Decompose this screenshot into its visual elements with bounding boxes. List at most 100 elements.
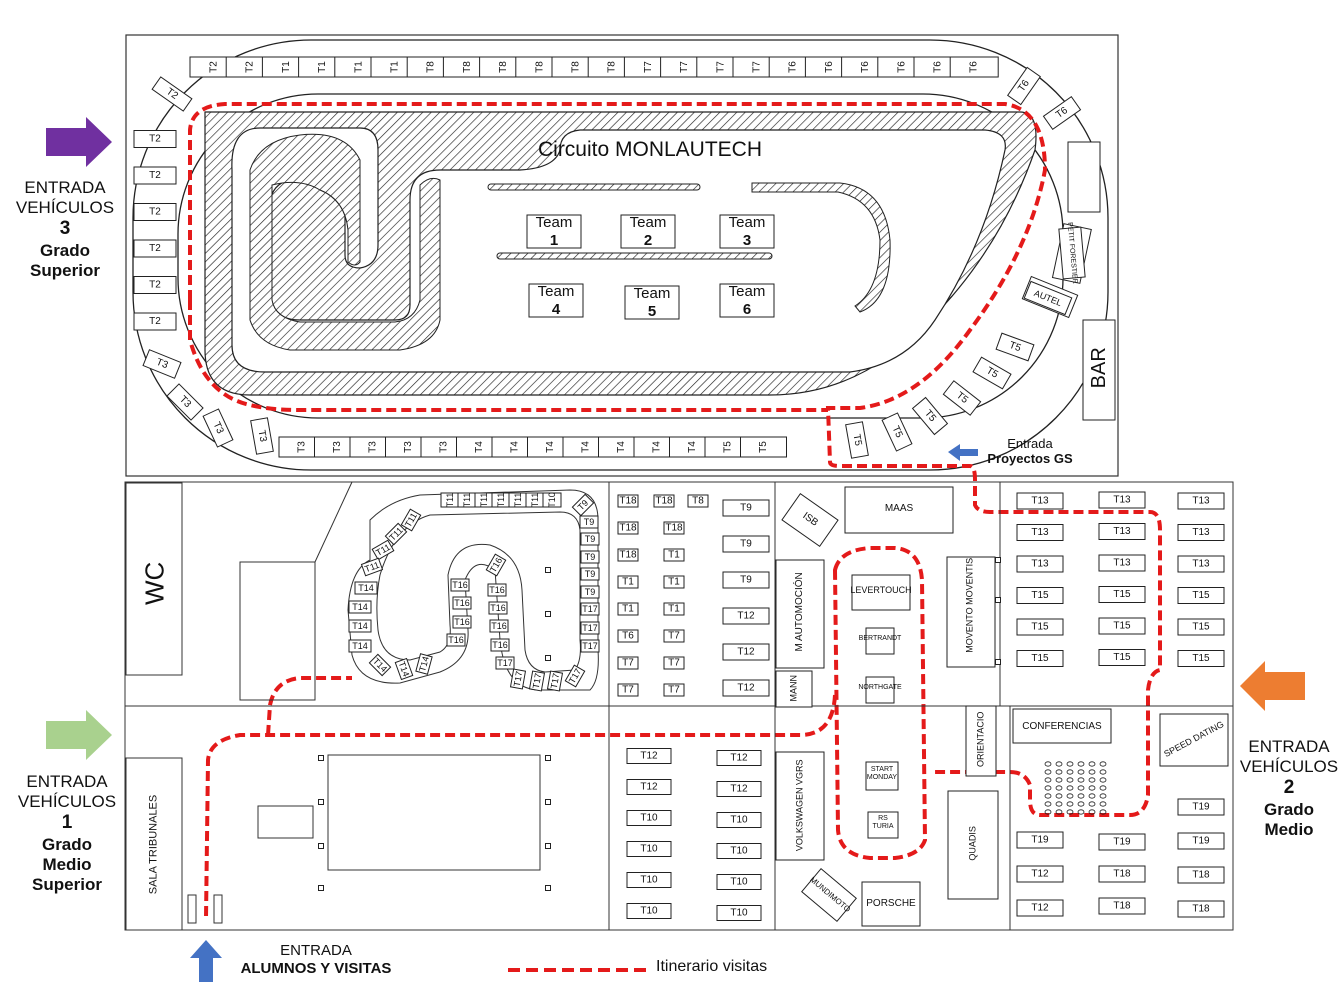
stand-lower-c2[interactable]: T10	[716, 843, 762, 859]
stand-corner-br[interactable]: T5	[881, 412, 913, 452]
stand-left[interactable]: T2	[133, 239, 177, 258]
stand-left[interactable]: T2	[133, 166, 177, 185]
stand-inner-r[interactable]: T16	[488, 601, 508, 615]
stand-spiral-right[interactable]: T9	[580, 532, 600, 546]
stand-right-c2[interactable]: T15	[1098, 617, 1146, 635]
stand-spiral-top[interactable]: T11	[440, 492, 460, 508]
stand-br-c1[interactable]: T12	[1016, 865, 1064, 883]
stand-lower-c1[interactable]: T10	[626, 810, 672, 826]
stand-inner-l[interactable]: T16	[452, 596, 472, 610]
stand-corner-br[interactable]: T5	[942, 380, 982, 416]
stand-left[interactable]: T2	[133, 130, 177, 148]
stand-col-c[interactable]: T9	[722, 571, 770, 589]
stand-inner-r[interactable]: T16	[487, 583, 507, 597]
stand-bottom[interactable]: T5	[740, 436, 787, 458]
stand-lower-c1[interactable]: T10	[626, 872, 672, 888]
stand-spiral-bottom-r[interactable]: T17	[546, 670, 564, 692]
stand-right-c1[interactable]: T13	[1016, 524, 1064, 541]
stand-petit-forestier[interactable]: PETIT FORESTIER	[1058, 221, 1086, 284]
stand-spiral-right[interactable]: T17	[580, 602, 600, 616]
stand-col-c[interactable]: T12	[722, 607, 770, 625]
stand-col-b[interactable]: T1	[663, 602, 685, 616]
stand-spiral-left[interactable]: T11	[384, 522, 408, 546]
stand-spiral-left[interactable]: T14	[348, 619, 372, 633]
stand-right-c2[interactable]: T13	[1098, 491, 1146, 509]
stand-br-c2[interactable]: T18	[1098, 865, 1146, 883]
stand-lower-c1[interactable]: T10	[626, 903, 672, 919]
stand-spiral-bottom-r[interactable]: T17	[528, 670, 546, 692]
stand-col-a[interactable]: T1	[617, 602, 639, 616]
stand-corner-br[interactable]: T5	[972, 356, 1012, 390]
stand-bottom[interactable]: T4	[633, 436, 681, 458]
stand-inner-r[interactable]: T16	[489, 619, 509, 633]
stand-bottom[interactable]: T3	[385, 436, 432, 458]
stand-autel[interactable]: AUTEL	[1023, 280, 1073, 316]
stand-corner-tl[interactable]: T2	[151, 76, 193, 112]
stand-spiral-bottom-r[interactable]: T17	[564, 664, 586, 688]
stand-br-c3[interactable]: T18	[1177, 900, 1225, 918]
stand-right-c2[interactable]: T13	[1098, 554, 1146, 572]
stand-br-c3[interactable]: T19	[1177, 798, 1225, 816]
stand-spiral-left[interactable]: T14	[354, 581, 378, 595]
stand-corner-br[interactable]: T5	[845, 421, 869, 459]
stand-br-c3[interactable]: T18	[1177, 866, 1225, 884]
stand-corner-tr[interactable]: T6	[1006, 66, 1042, 106]
stand-col-b[interactable]: T7	[663, 683, 685, 697]
stand-inner-r[interactable]: T16	[490, 638, 510, 652]
stand-spiral-right[interactable]: T9	[579, 515, 599, 529]
stand-bottom[interactable]: T3	[278, 436, 326, 458]
stand-spiral-right[interactable]: T9	[580, 585, 600, 599]
stand-corner-bl[interactable]: T3	[142, 349, 182, 379]
stand-right-c3[interactable]: T15	[1177, 587, 1225, 604]
stand-br-c2[interactable]: T18	[1098, 897, 1146, 915]
stand-right-c3[interactable]: T13	[1177, 524, 1225, 541]
stand-col-a[interactable]: T7	[617, 656, 639, 670]
stand-right-c2[interactable]: T15	[1098, 649, 1146, 666]
stand-col-a[interactable]: T7	[617, 683, 639, 697]
stand-spiral-left[interactable]: T11	[400, 508, 422, 532]
stand-corner-bl[interactable]: T3	[250, 417, 274, 455]
stand-lower-c1[interactable]: T10	[626, 841, 672, 857]
stand-spiral-right[interactable]: T9	[580, 550, 600, 564]
stand-spiral-left[interactable]: T11	[360, 557, 384, 577]
stand-br-c1[interactable]: T19	[1016, 831, 1064, 849]
stand-lower-c2[interactable]: T10	[716, 905, 762, 921]
stand-br-c1[interactable]: T12	[1016, 899, 1064, 917]
stand-left[interactable]: T2	[133, 203, 177, 221]
stand-spiral-top[interactable]: T11	[457, 492, 477, 508]
stand-spiral-top[interactable]: T10	[542, 492, 562, 508]
stand-corner-br[interactable]: T5	[911, 396, 949, 436]
stand-col-b[interactable]: T18	[653, 494, 675, 508]
stand-corner-bl[interactable]: T3	[202, 408, 234, 448]
stand-spiral-bottom[interactable]: T14	[394, 657, 414, 681]
stand-left[interactable]: T2	[133, 276, 177, 294]
stand-right-c1[interactable]: T13	[1016, 492, 1064, 510]
stand-lower-c2[interactable]: T10	[716, 874, 762, 890]
stand-col-c[interactable]: T12	[722, 679, 770, 697]
stand-right-c1[interactable]: T15	[1016, 618, 1064, 636]
stand-spiral-right[interactable]: T17	[580, 639, 600, 653]
stand-spiral-right[interactable]: T9	[571, 493, 595, 517]
stand-col-b[interactable]: T7	[663, 656, 685, 670]
stand-col-a[interactable]: T6	[617, 629, 639, 643]
stand-spiral-bottom-r[interactable]: T17	[509, 668, 527, 690]
stand-spiral-bottom[interactable]: T14	[415, 653, 433, 675]
stand-corner-bl[interactable]: T3	[166, 383, 204, 421]
stand-spiral-bottom[interactable]: T14	[368, 653, 392, 677]
stand-col-a[interactable]: T18	[617, 548, 639, 562]
stand-col-c[interactable]: T12	[722, 643, 770, 661]
stand-lower-c2[interactable]: T12	[716, 781, 762, 797]
stand-col-b[interactable]: T18	[663, 521, 685, 535]
stand-t8[interactable]: T8	[687, 494, 709, 508]
stand-inner-l[interactable]: T16	[450, 578, 470, 592]
stand-spiral-right[interactable]: T17	[580, 621, 600, 635]
stand-left[interactable]: T2	[133, 312, 177, 331]
stand-col-a[interactable]: T1	[617, 575, 639, 589]
stand-spiral-left[interactable]: T14	[348, 600, 372, 614]
